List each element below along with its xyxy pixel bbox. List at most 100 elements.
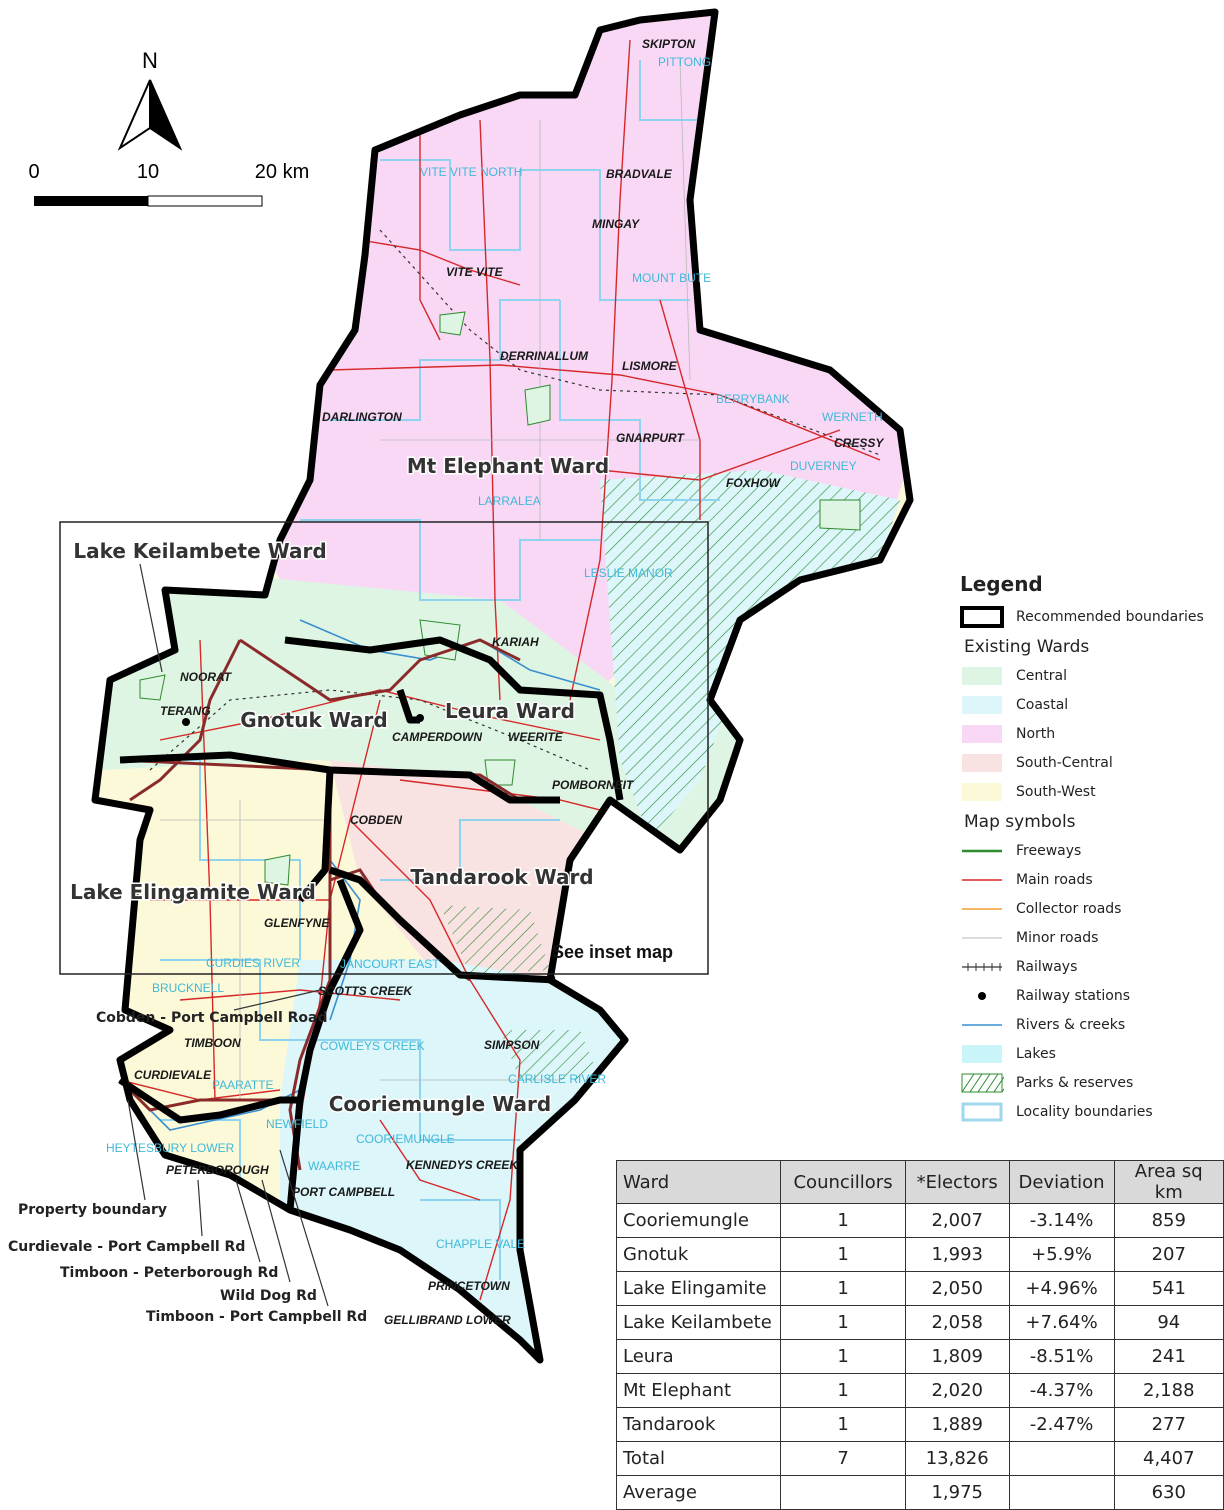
locality-label: WAARRE — [308, 1159, 360, 1173]
legend-row-ward: North — [960, 719, 1222, 748]
table-cell: -2.47% — [1008, 1407, 1115, 1442]
town-label: PETERBOROUGH — [166, 1163, 269, 1177]
town-labels: SKIPTON BRADVALE MINGAY VITE VITE DERRIN… — [134, 37, 884, 1327]
locality-label: VITE VITE NORTH — [420, 165, 522, 179]
road-label-wild-dog: Wild Dog Rd — [220, 1288, 317, 1304]
table-cell: -4.37% — [1008, 1373, 1115, 1408]
park-hatch-icon — [960, 1073, 1004, 1093]
table-cell: 1 — [780, 1203, 906, 1238]
road-label-property-boundary: Property boundary — [18, 1202, 167, 1218]
table-header-cell: Deviation — [1008, 1160, 1115, 1204]
table-cell: 1 — [780, 1237, 906, 1272]
scale-bar: 0 10 20 km — [28, 161, 309, 207]
ward-label-gnotuk: Gnotuk Ward — [240, 708, 387, 732]
table-cell: Tandarook — [615, 1407, 782, 1442]
legend-row-symbol: Collector roads — [960, 894, 1222, 923]
town-label: PRINCETOWN — [428, 1279, 510, 1293]
ward-swatch-icon — [960, 666, 1004, 686]
table-header-cell: Ward — [615, 1160, 782, 1204]
table-cell: 2,058 — [904, 1305, 1010, 1340]
table-cell: -8.51% — [1008, 1339, 1115, 1374]
town-label: DARLINGTON — [322, 410, 402, 424]
legend-label: Minor roads — [1016, 929, 1099, 946]
locality-label: MOUNT BUTE — [632, 271, 711, 285]
table-cell: +5.9% — [1008, 1237, 1115, 1272]
locality-label: CURDIES RIVER — [206, 956, 300, 970]
scale-tick-0: 0 — [28, 161, 39, 183]
recommended-boundary-icon — [960, 605, 1004, 628]
legend-label: North — [1016, 725, 1056, 742]
table-cell: +4.96% — [1008, 1271, 1115, 1306]
town-label: POMBORNEIT — [552, 778, 635, 792]
table-cell: 277 — [1113, 1407, 1224, 1442]
river-line-icon — [960, 1015, 1004, 1035]
legend-label: Rivers & creeks — [1016, 1016, 1126, 1033]
legend-row-symbol: Minor roads — [960, 923, 1222, 952]
legend-title: Legend — [960, 572, 1043, 596]
road-label-timboon-peterborough: Timboon - Peterborough Rd — [60, 1265, 278, 1281]
legend-row-ward: South-Central — [960, 748, 1222, 777]
legend-row-symbol: Railways — [960, 952, 1222, 981]
locality-label: PAARATTE — [212, 1078, 274, 1092]
legend-label: Freeways — [1016, 842, 1082, 859]
legend-row-symbol: Parks & reserves — [960, 1068, 1222, 1097]
table-cell: 1 — [780, 1271, 906, 1306]
town-label: FOXHOW — [726, 476, 782, 490]
collector-road-line-icon — [960, 899, 1004, 919]
scale-tick-10: 10 — [137, 161, 159, 183]
shire-boundary — [91, 8, 914, 1364]
road-label-curdievale-port-campbell: Curdievale - Port Campbell Rd — [8, 1239, 245, 1255]
table-cell: 1,889 — [904, 1407, 1010, 1442]
legend-row-ward: Central — [960, 661, 1222, 690]
table-header-cell: Councillors — [780, 1160, 906, 1204]
legend-label: Central — [1016, 667, 1067, 684]
table-cell: -3.14% — [1008, 1203, 1115, 1238]
locality-label: WERNETH — [822, 410, 883, 424]
table-cell: 541 — [1113, 1271, 1224, 1306]
town-label: WEERITE — [508, 730, 564, 744]
table-cell: 1 — [780, 1339, 906, 1374]
station-dot-icon — [416, 714, 424, 722]
north-arrow: N — [117, 48, 183, 151]
town-label: BRADVALE — [606, 167, 673, 181]
town-label: CRESSY — [834, 436, 884, 450]
table-cell: 1,993 — [904, 1237, 1010, 1272]
legend-label: South-West — [1016, 783, 1096, 800]
table-cell: 2,007 — [904, 1203, 1010, 1238]
locality-label: COWLEYS CREEK — [320, 1039, 425, 1053]
minor-road-line-icon — [960, 928, 1004, 948]
locality-label: NEWFIELD — [266, 1117, 328, 1131]
legend-row-symbol: Rivers & creeks — [960, 1010, 1222, 1039]
table-cell: 1 — [780, 1407, 906, 1442]
station-dot-icon — [182, 718, 190, 726]
table-cell: Total — [615, 1441, 782, 1476]
table-cell: 859 — [1113, 1203, 1224, 1238]
town-label: LISMORE — [622, 359, 678, 373]
legend-label: Recommended boundaries — [1016, 608, 1204, 625]
table-cell: 13,826 — [904, 1441, 1010, 1476]
locality-boundary-icon — [960, 1102, 1004, 1122]
legend-map-symbols-title: Map symbols — [964, 812, 1076, 832]
inset-frame — [59, 521, 709, 975]
town-label: GLENFYNE — [264, 916, 330, 930]
lake-swatch-icon — [960, 1044, 1004, 1064]
table-cell: +7.64% — [1008, 1305, 1115, 1340]
table-cell: 630 — [1113, 1475, 1224, 1510]
table-cell: 2,188 — [1113, 1373, 1224, 1408]
locality-label: JANCOURT EAST — [340, 957, 440, 971]
town-label: PORT CAMPBELL — [292, 1185, 395, 1199]
town-label: CURDIEVALE — [134, 1068, 212, 1082]
legend-row-boundary: Recommended boundaries — [960, 602, 1222, 631]
ward-swatch-icon — [960, 695, 1004, 715]
legend-row-ward: South-West — [960, 777, 1222, 806]
ward-label-leura: Leura Ward — [445, 699, 575, 723]
legend-label: Parks & reserves — [1016, 1074, 1134, 1091]
table-cell: 241 — [1113, 1339, 1224, 1374]
town-label: KENNEDYS CREEK — [406, 1158, 519, 1172]
